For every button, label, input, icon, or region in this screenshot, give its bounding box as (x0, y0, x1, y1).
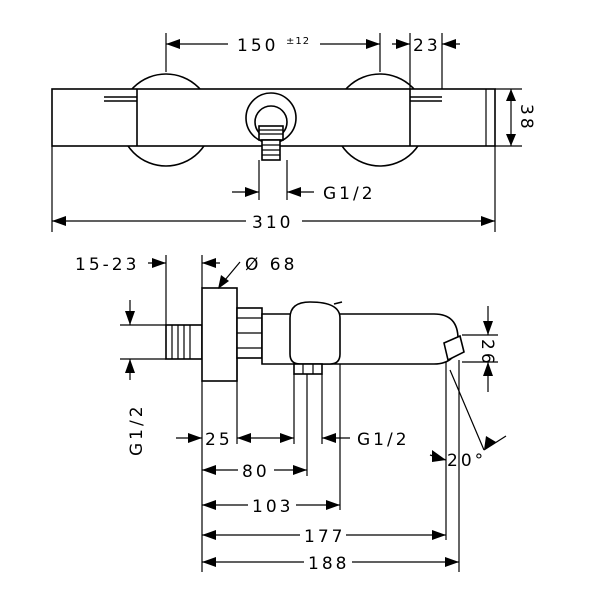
side-view: 15-23 Ø 68 26 G1/2 (75, 255, 507, 574)
outlet-nut (258, 125, 284, 141)
dim-310-label: 310 (252, 213, 293, 233)
dim-177-label: 177 (304, 527, 345, 547)
dim-150-label: 150 (237, 36, 278, 56)
dim-g12-outlet-label: G1/2 (357, 430, 410, 450)
outlet-nut-side (293, 363, 323, 375)
dim-g12-vertical-label: G1/2 (127, 403, 147, 456)
dim-150-tolerance: ±12 (286, 36, 310, 47)
top-view: 150 ±12 23 38 G1/2 310 (51, 33, 536, 233)
dim-25-label: 25 (205, 430, 233, 450)
rosette (201, 287, 238, 382)
dim-80-label: 80 (242, 462, 270, 482)
dim-26-label: 26 (477, 339, 497, 367)
dim-23-label: 23 (413, 36, 441, 56)
dim-angle-label: 20° (447, 451, 486, 471)
dim-15-23-label: 15-23 (75, 255, 139, 275)
dim-inlet-label: G1/2 (323, 184, 376, 204)
dim-38-label: 38 (516, 104, 536, 132)
spout-tip (443, 334, 465, 362)
dim-diameter-label: Ø 68 (245, 255, 297, 275)
dim-103-label: 103 (252, 497, 293, 517)
thermostat-housing (289, 301, 341, 365)
dim-188-label: 188 (308, 554, 349, 574)
